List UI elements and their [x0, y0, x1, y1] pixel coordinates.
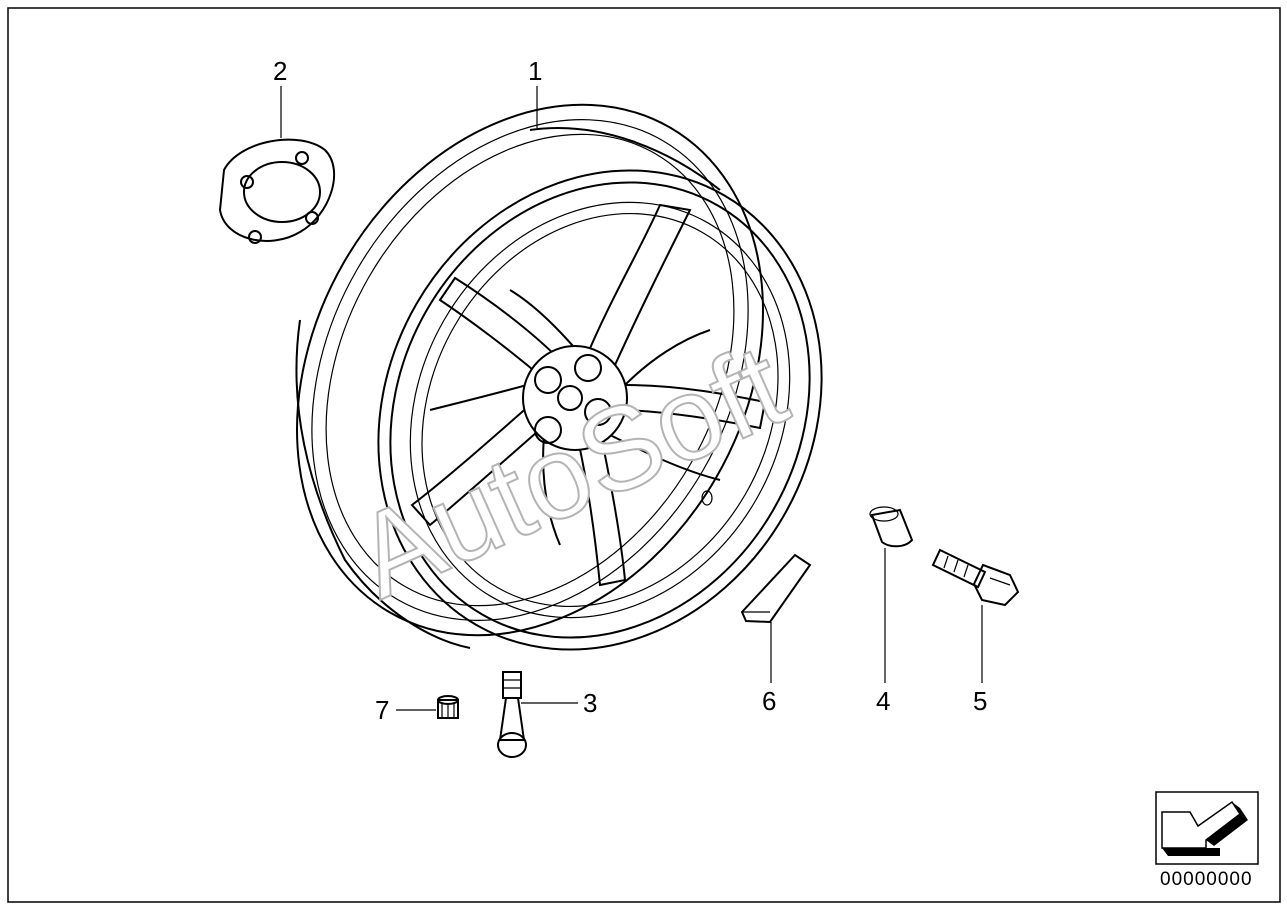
tire-valve-part[interactable]: [497, 671, 527, 758]
callout-6: 6: [762, 686, 776, 716]
callout-1: 1: [528, 56, 542, 86]
flange-disc-part[interactable]: [218, 138, 335, 244]
callout-7: 7: [375, 695, 389, 725]
callout-4: 4: [876, 686, 890, 716]
arrow-back-icon[interactable]: [1155, 791, 1259, 865]
callout-5: 5: [973, 686, 987, 716]
callout-2: 2: [273, 56, 287, 86]
callout-3: 3: [583, 688, 597, 718]
diagram-frame: [7, 7, 1281, 903]
balance-cone-part[interactable]: [869, 506, 914, 548]
wheel-bolt-part[interactable]: [931, 548, 1020, 607]
reference-number: 00000000: [1160, 869, 1253, 890]
balance-weight-part[interactable]: [740, 553, 812, 624]
wheel-rim-part[interactable]: [204, 20, 908, 731]
valve-cap-part[interactable]: [437, 695, 459, 719]
leader-lines: [280, 86, 983, 711]
